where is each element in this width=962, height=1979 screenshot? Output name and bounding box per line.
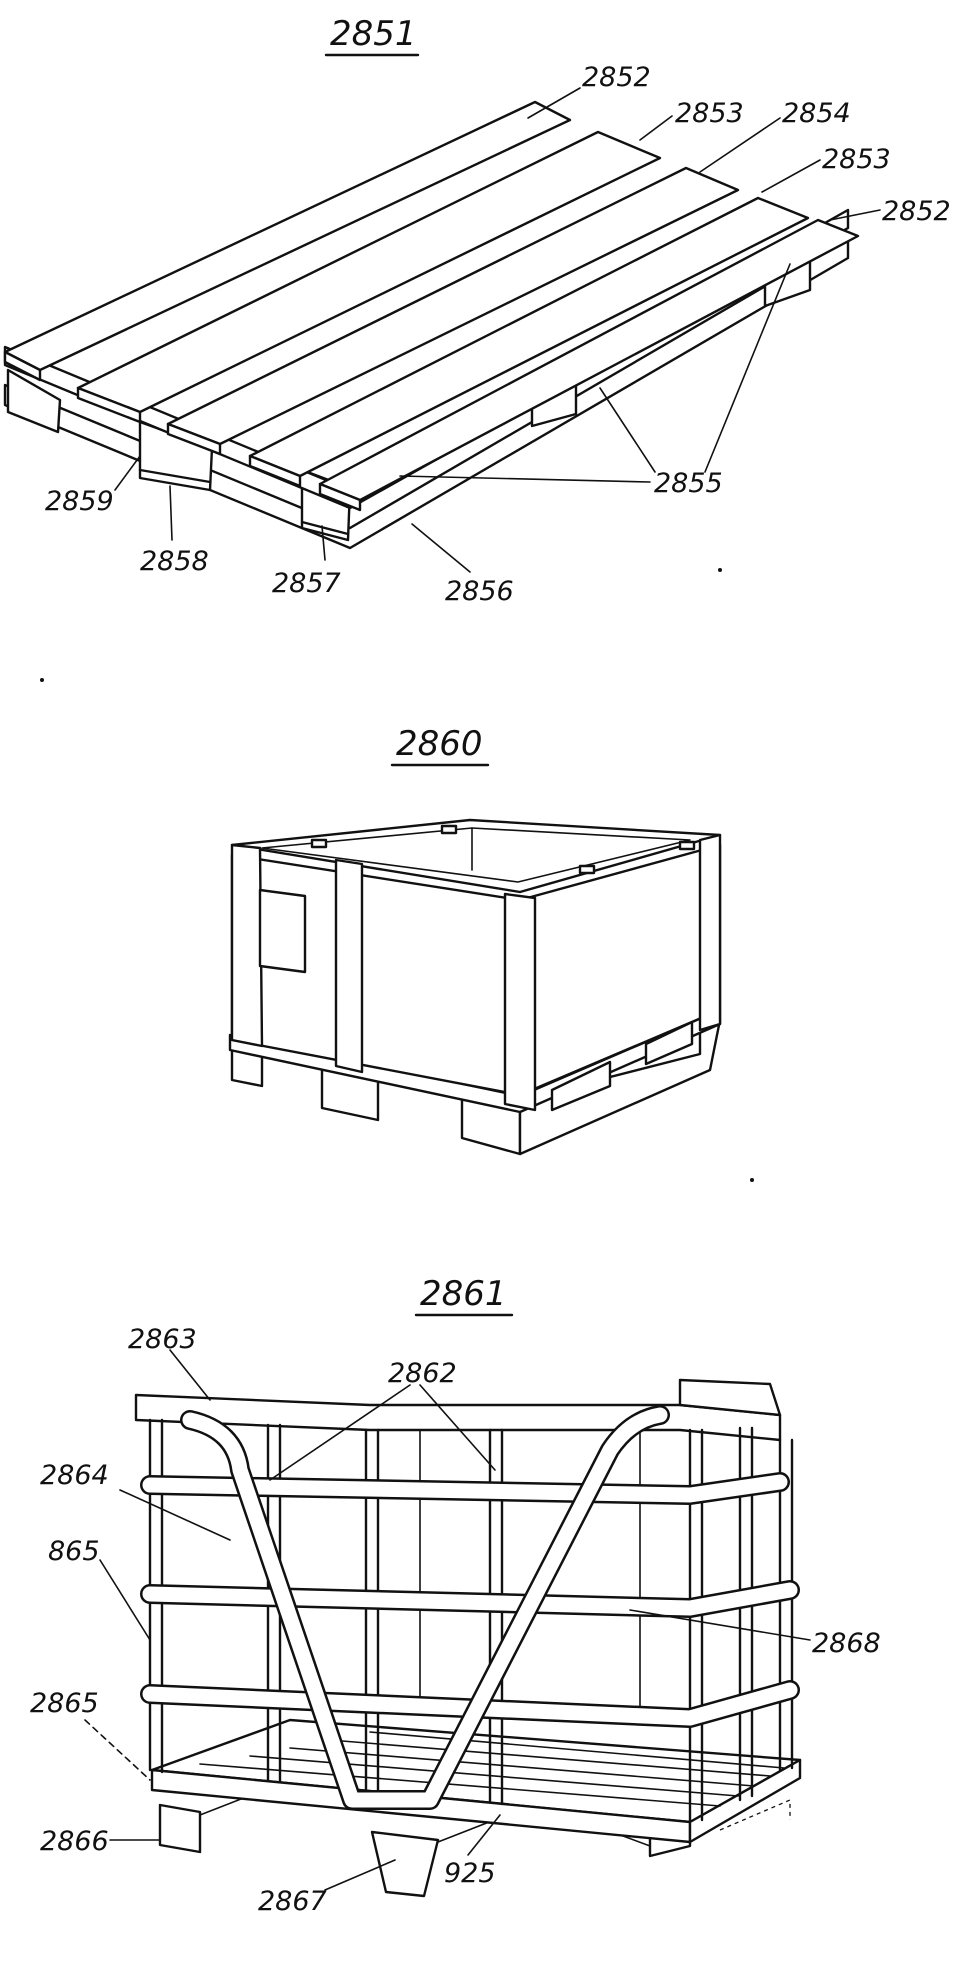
block-front-right-edge — [300, 520, 350, 536]
label-2852-b: 2852 — [882, 196, 951, 227]
leader-2859 — [114, 455, 141, 491]
post-front-right — [503, 892, 537, 1112]
block-front-middle-edge — [138, 468, 212, 484]
label-2867: 2867 — [258, 1886, 327, 1917]
leader-2868 — [629, 1609, 811, 1641]
latch-1 — [310, 838, 328, 849]
label-2863: 2863 — [128, 1324, 197, 1355]
deck-board-3-edge — [166, 422, 222, 456]
label-2854: 2854 — [782, 98, 851, 129]
latch-3 — [578, 864, 596, 875]
label-2855: 2855 — [654, 468, 723, 499]
label-925: 925 — [444, 1858, 496, 1889]
label-2858: 2858 — [140, 546, 209, 577]
inspection-window — [258, 888, 307, 974]
leader-2852-a — [527, 87, 581, 119]
cage-top-frame-corner — [678, 1378, 782, 1417]
label-2862: 2862 — [388, 1358, 457, 1389]
deck-board-1-edge — [3, 350, 42, 382]
post-front-middle — [334, 858, 364, 1074]
leader-2858 — [169, 485, 173, 541]
leader-2854 — [699, 117, 781, 173]
speck-2 — [40, 678, 44, 682]
cage-skid-left — [158, 1803, 202, 1854]
cage-bar-side-2 — [778, 1438, 794, 1772]
label-2857: 2857 — [272, 568, 341, 599]
figure-2860-title: 2860 — [396, 724, 483, 764]
label-2866: 2866 — [40, 1826, 109, 1857]
leader-925 — [467, 1814, 501, 1856]
leader-2867 — [324, 1859, 396, 1891]
leader-2865 — [84, 1719, 151, 1781]
leader-2853-b — [761, 159, 821, 193]
label-2856: 2856 — [445, 576, 514, 607]
figure-2861-title: 2861 — [420, 1274, 507, 1314]
post-rear-right — [698, 833, 722, 1032]
leader-2855-a — [399, 475, 651, 483]
label-2865: 2865 — [30, 1688, 99, 1719]
figure-2860: 2860 — [228, 724, 722, 1156]
label-2853-b: 2853 — [822, 144, 891, 175]
label-2852-a: 2852 — [582, 62, 651, 93]
leader-2863 — [169, 1349, 211, 1401]
latch-4 — [678, 840, 696, 851]
base-window-1 — [550, 1060, 612, 1112]
figure-2851-title: 2851 — [330, 14, 417, 54]
cage-floor-slats — [199, 1731, 785, 1807]
leader-2855-c — [704, 263, 791, 473]
cage-base-hidden-edge — [719, 1799, 791, 1831]
leader-2864 — [119, 1489, 231, 1541]
leader-2856 — [411, 523, 471, 573]
post-front-left — [230, 843, 264, 1048]
label-2868: 2868 — [812, 1628, 881, 1659]
figure-2861: 2861 — [30, 1274, 881, 1917]
speck-3 — [750, 1178, 754, 1182]
cage-floor-side-edge — [688, 1758, 802, 1844]
label-2853-a: 2853 — [675, 98, 744, 129]
leader-2852-b — [829, 209, 881, 221]
leader-2862-b — [419, 1384, 496, 1471]
cage-bar-rear — [419, 1429, 641, 1721]
cage-skid-middle — [370, 1830, 440, 1898]
speck-1 — [718, 568, 722, 572]
leader-2857 — [321, 525, 326, 561]
leader-2862-a — [269, 1384, 411, 1481]
block-front-left — [6, 368, 62, 434]
figure-2851: 2851 — [3, 14, 951, 607]
deck-board-4-edge — [248, 454, 302, 488]
label-865: 865 — [48, 1536, 100, 1567]
label-2859: 2859 — [45, 486, 114, 517]
top-rim-inner — [261, 827, 691, 883]
deck-board-2-edge — [76, 386, 142, 424]
leader-2855-b — [599, 387, 656, 473]
label-2864: 2864 — [40, 1460, 109, 1491]
leader-2853-a — [639, 115, 673, 141]
deck-board-5-edge — [318, 482, 362, 512]
leader-865 — [99, 1559, 151, 1641]
latch-2 — [440, 824, 458, 835]
